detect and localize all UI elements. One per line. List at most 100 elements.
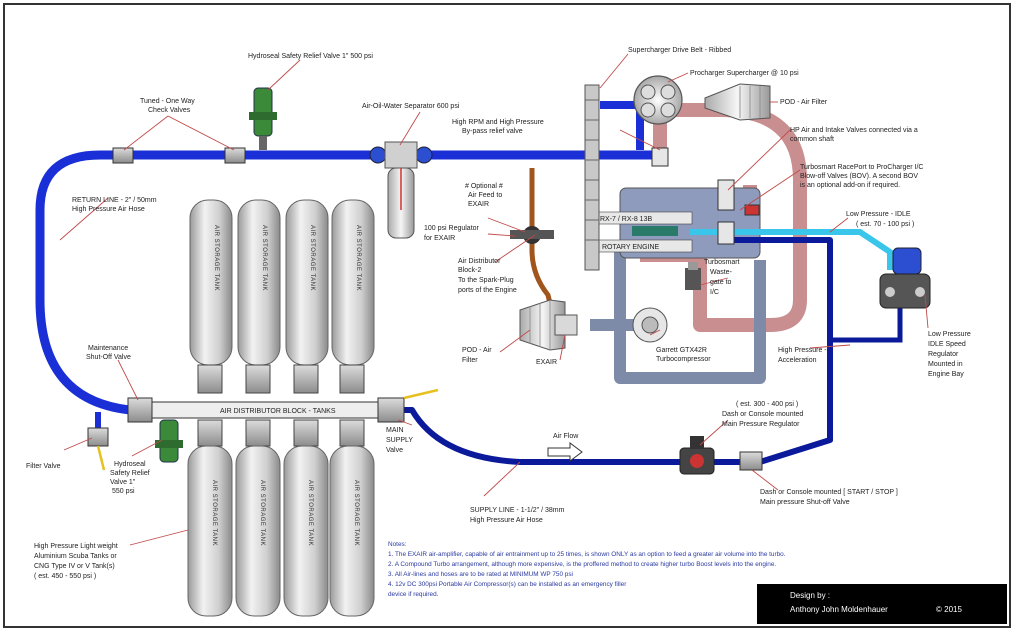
- note-item: device if required.: [388, 591, 439, 598]
- low-pressure-reg-label-1: Low Pressure: [928, 331, 971, 338]
- check-valve-2: [224, 147, 246, 164]
- dash-regulator-label-2: Dash or Console mounted: [722, 411, 803, 418]
- low-pressure-idle-regulator: [879, 247, 931, 309]
- pod-air-filter-left: [519, 299, 566, 351]
- relief-valve-top-label: Hydroseal Safety Relief Valve 1" 500 psi: [248, 53, 373, 60]
- credit-copyright: © 2015: [936, 605, 962, 614]
- optional-exair-label-3: EXAIR: [468, 201, 489, 208]
- relief-valve-bottom-label-1: Hydroseal: [114, 461, 146, 468]
- garrett-turbocompressor: [632, 307, 668, 343]
- relief-valve-bottom-label-4: 550 psi: [112, 488, 135, 495]
- credit-box: Design by : Anthony John Moldenhauer © 2…: [757, 584, 1007, 624]
- credit-line1: Design by :: [790, 591, 830, 600]
- low-pressure-reg-label-5: Engine Bay: [928, 371, 964, 378]
- return-line-label-1: RETURN LINE - 2" / 50mm: [72, 197, 157, 204]
- exair-label: EXAIR: [536, 359, 557, 366]
- hp-air-intake-label-1: HP Air and Intake Valves connected via a: [790, 127, 918, 134]
- low-pressure-reg-label-3: Regulator: [928, 351, 959, 358]
- bypass-relief-valve: [651, 147, 669, 167]
- tank-label: AIR STORAGE TANK: [307, 480, 313, 546]
- diagram-frame: [3, 3, 1011, 628]
- supply-line-label-2: High Pressure Air Hose: [470, 517, 543, 524]
- exair-feed-line: [529, 168, 558, 326]
- check-valve-1: [112, 147, 134, 164]
- leader-lines: [59, 53, 929, 546]
- credit-line2: Anthony John Moldenhauer: [790, 605, 888, 614]
- low-pressure-idle-label-1: Low Pressure - IDLE: [846, 211, 911, 218]
- regulator-100-label-1: 100 psi Regulator: [424, 225, 480, 232]
- distributor-block2-label-2: Block-2: [458, 267, 481, 274]
- regulator-100psi: [510, 226, 554, 244]
- bov-valve-2: [744, 204, 760, 216]
- pod-filter-left-label-1: POD - Air: [462, 347, 492, 354]
- return-line-label-2: High Pressure Air Hose: [72, 206, 145, 213]
- air-storage-tanks-bottom: AIR STORAGE TANK AIR STORAGE TANK AIR ST…: [187, 419, 375, 617]
- relief-valve-top: [249, 87, 277, 150]
- high-pressure-accel-label-1: High Pressure -: [778, 347, 827, 354]
- wastegate-label-1: Turbosmart: [704, 259, 740, 266]
- exhaust-pipe: [590, 245, 766, 384]
- rotary-engine-label: ROTARY ENGINE: [602, 244, 660, 251]
- tanks-desc-label-3: CNG Type IV or V Tank(s): [34, 563, 115, 570]
- air-flow-label: Air Flow: [553, 433, 579, 440]
- bov-label-3: is an optional add-on if required.: [800, 182, 900, 189]
- note-item: 2. A Compound Turbo arrangement, althoug…: [388, 561, 776, 568]
- maintenance-valve-label-2: Shut-Off Valve: [86, 354, 131, 361]
- note-item: 4. 12v DC 300psi Portable Air Compressor…: [388, 581, 627, 588]
- main-supply-label-3: Valve: [386, 447, 403, 454]
- filter-valve-label: Filter Valve: [26, 463, 61, 470]
- return-line: [35, 150, 655, 415]
- pod-filter-left-label-2: Filter: [462, 357, 478, 364]
- relief-valve-bottom-label-2: Safety Relief: [110, 470, 150, 477]
- note-item: 1. The EXAIR air-amplifier, capable of a…: [388, 551, 786, 558]
- wastegate: [685, 262, 701, 290]
- high-pressure-accel-label-2: Acceleration: [778, 357, 817, 364]
- tank-label: AIR STORAGE TANK: [213, 225, 219, 291]
- bov-valve: [717, 179, 735, 211]
- hp-air-intake-label-2: common shaft: [790, 136, 834, 143]
- procharger-supercharger: [633, 75, 683, 125]
- low-pressure-reg-label-4: Mounted in: [928, 361, 963, 368]
- dash-regulator-label-3: Main Pressure Regulator: [722, 421, 800, 428]
- low-pressure-idle-label-2: ( est. 70 - 100 psi ): [856, 221, 914, 228]
- bypass-label-1: High RPM and High Pressure: [452, 119, 544, 126]
- rotary-engine: RX-7 / RX-8 13B ROTARY ENGINE: [591, 187, 761, 259]
- maintenance-valve: [127, 397, 153, 423]
- drive-belt-label: Supercharger Drive Belt - Ribbed: [628, 47, 731, 54]
- start-stop-label-2: Main pressure Shut-off Valve: [760, 499, 850, 506]
- air-oil-water-separator: [369, 141, 433, 239]
- wastegate-label-3: gate to: [710, 279, 732, 286]
- optional-exair-label-1: # Optional #: [465, 183, 503, 190]
- tank-label: AIR STORAGE TANK: [211, 480, 217, 546]
- check-valves-label-2: Check Valves: [148, 107, 191, 114]
- wastegate-label-2: Waste-: [710, 269, 733, 276]
- notes-section: Notes: 1. The EXAIR air-amplifier, capab…: [388, 541, 786, 598]
- bypass-label-2: By-pass relief valve: [462, 128, 523, 135]
- exair-amplifier: [554, 314, 578, 336]
- tanks-desc-label-4: ( est. 450 - 550 psi ): [34, 573, 96, 580]
- dash-regulator-label-1: ( est. 300 - 400 psi ): [736, 401, 798, 408]
- accel-line: [830, 300, 903, 343]
- wastegate-label-4: I/C: [710, 289, 719, 296]
- bov-label-2: Blow-off Valves (BOV). A second BOV: [800, 173, 918, 180]
- distributor-block2-label-1: Air Distributor: [458, 258, 501, 265]
- check-valves-label-1: Tuned - One Way: [140, 98, 195, 105]
- tank-label: AIR STORAGE TANK: [309, 225, 315, 291]
- pod-air-filter-top: [704, 83, 771, 121]
- maintenance-valve-label-1: Maintenance: [88, 345, 128, 352]
- bov-label-1: Turbosmart RacePort to ProCharger I/C: [800, 164, 923, 171]
- tanks-desc-label-1: High Pressure Light weight: [34, 543, 118, 550]
- air-flow-arrow: [547, 442, 583, 462]
- garrett-label-2: Turbocompressor: [656, 356, 711, 363]
- tank-label: AIR STORAGE TANK: [259, 480, 265, 546]
- start-stop-valve: [739, 451, 763, 471]
- main-pressure-regulator: [679, 436, 715, 475]
- start-stop-label-1: Dash or Console mounted [ START / STOP ]: [760, 489, 898, 496]
- tank-label: AIR STORAGE TANK: [353, 480, 359, 546]
- regulator-100-label-2: for EXAIR: [424, 235, 455, 242]
- tank-label: AIR STORAGE TANK: [261, 225, 267, 291]
- garrett-label-1: Garrett GTX42R: [656, 347, 707, 354]
- supercharger-drive-belt: [584, 84, 600, 271]
